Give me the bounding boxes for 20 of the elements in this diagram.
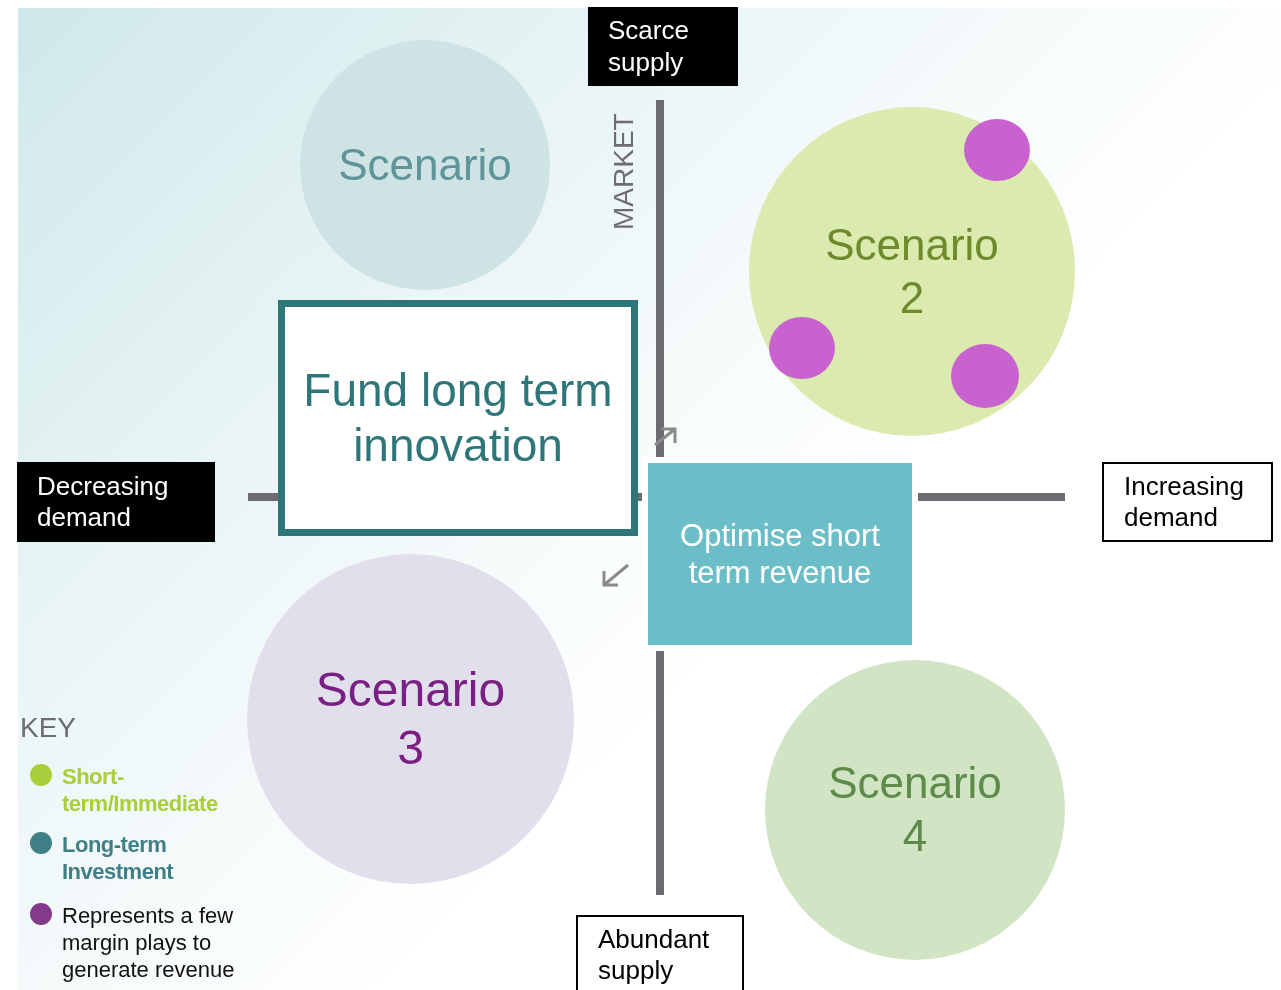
- scenario-title: Scenario: [337, 138, 513, 191]
- axis-end-text: Abundant supply: [598, 923, 711, 987]
- scenario-title: Scenario 3: [314, 662, 507, 776]
- scenario-title: Scenario 2: [824, 218, 1000, 324]
- axis-end-label: [588, 7, 738, 86]
- axis-end-label: [17, 462, 215, 542]
- strategy-text: Optimise short term revenue: [679, 516, 881, 592]
- scenario-title: Scenario 4: [827, 757, 1003, 862]
- legend-text: Long-term Investment: [62, 831, 175, 885]
- legend-text: Represents a few margin plays to generate revenue: [62, 902, 236, 983]
- strategy-text: Fund long term innovation: [302, 362, 614, 473]
- axis-end-text: Increasing demand: [1124, 470, 1245, 534]
- legend-text: Short-term/Immediate: [62, 763, 219, 817]
- axis-end-label: [1102, 462, 1273, 542]
- strategy-box: [278, 300, 638, 536]
- axis-end-text: Scarce supply: [608, 15, 690, 78]
- axis-title: MARKET: [607, 112, 640, 230]
- axis-end-text: Decreasing demand: [37, 470, 170, 534]
- axis-end-label: [576, 915, 744, 990]
- legend-title: KEY: [20, 712, 77, 744]
